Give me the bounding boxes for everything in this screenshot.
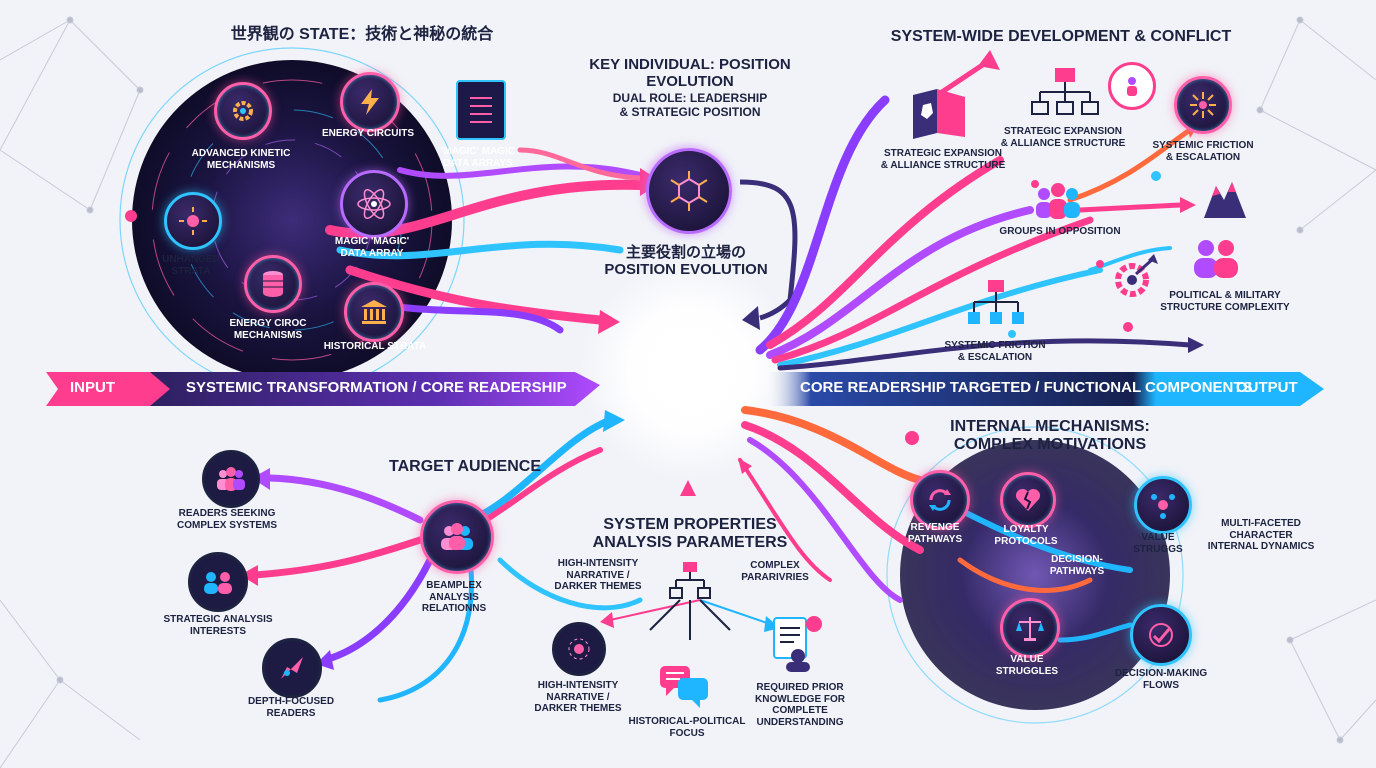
magic-data-array-label: MAGIC 'MAGIC' DATA ARRAY xyxy=(334,236,410,259)
decision-flows-node xyxy=(1130,604,1192,666)
output-label: OUTPUT xyxy=(1236,379,1298,396)
key-individual-subtitle: DUAL ROLE: LEADERSHIP & STRATEGIC POSITI… xyxy=(612,91,768,119)
strategic-expansion-2-label: STRATEGIC EXPANSION & ALLIANCE STRUCTURE xyxy=(1000,126,1126,149)
strata-node xyxy=(164,192,222,250)
key-individual-hub xyxy=(646,148,732,234)
bank-icon xyxy=(361,300,387,324)
unhanged-strata-label: UNHANGED STRATA xyxy=(162,254,220,277)
loyalty-label: LOYALTY PROTOCOLS xyxy=(994,524,1058,547)
energy-circuits-label: ENERGY CIRCUITS xyxy=(321,128,415,139)
historical-political-label: HISTORICAL-POLITICAL FOCUS xyxy=(628,716,746,739)
historical-strata-label: HISTORICAL STRATA xyxy=(323,341,427,352)
advanced-kinetic-label: ADVANCED KINETIC MECHANISMS xyxy=(191,148,291,171)
scales-icon xyxy=(1016,617,1044,641)
node-cluster-icon xyxy=(1151,494,1175,519)
high-intensity-2-label: HIGH-INTENSITY NARRATIVE / DARKER THEMES xyxy=(534,680,622,714)
readers-seeking-label: READERS SEEKING COMPLEX SYSTEMS xyxy=(176,508,277,531)
value-struggs-node xyxy=(1134,476,1192,534)
energy-ciroc-label: ENERGY CIROC MECHANISMS xyxy=(229,318,307,341)
intensity-node xyxy=(552,622,606,676)
hierarchy-icon xyxy=(966,278,1026,334)
left-flow-text: SYSTEMIC TRANSFORMATION / CORE READERSHI… xyxy=(186,379,567,396)
loyalty-node xyxy=(1000,472,1056,528)
beamplex-node xyxy=(420,500,494,574)
target-audience-title: TARGET AUDIENCE xyxy=(389,458,541,475)
friction-node xyxy=(1174,76,1232,134)
political-military-label: POLITICAL & MILITARY STRUCTURE COMPLEXIT… xyxy=(1160,290,1290,313)
historical-node xyxy=(344,282,404,342)
group-icon xyxy=(217,467,245,491)
atom-icon xyxy=(357,189,391,219)
direction-arrow-icon xyxy=(281,657,303,679)
worldview-title: 世界観の STATE：技術と神秘の統合 xyxy=(230,26,494,43)
figure-node xyxy=(1108,62,1156,110)
value-struggs-label: VALUE STRUGGS xyxy=(1133,532,1183,555)
gear-arrow-icon xyxy=(1110,252,1160,302)
atom-node xyxy=(340,170,408,238)
decision-pathways-label: DECISION- PATHWAYS xyxy=(1049,554,1105,577)
revenge-label: REVENGE PATHWAYS xyxy=(907,522,963,545)
required-prior-label: REQUIRED PRIOR KNOWLEDGE FOR COMPLETE UN… xyxy=(755,682,845,728)
network-hub-icon xyxy=(670,171,708,211)
lightning-icon xyxy=(361,89,379,115)
chat-bubbles-icon xyxy=(656,662,712,710)
org-tree-icon xyxy=(668,560,712,604)
person-icon xyxy=(1127,77,1137,96)
gear-node xyxy=(214,82,272,140)
position-evolution-label: 主要役割の立場の POSITION EVOLUTION xyxy=(604,244,768,279)
key-individual-title: KEY INDIVIDUAL: POSITION EVOLUTION xyxy=(589,56,791,91)
multi-faceted-label: MULTI-FACETED CHARACTER INTERNAL DYNAMIC… xyxy=(1207,518,1315,552)
decision-flows-label: DECISION-MAKING FLOWS xyxy=(1114,668,1208,691)
group-icon xyxy=(441,523,473,550)
value-struggles-label: VALUE STRUGGLES xyxy=(995,654,1059,677)
revenge-node xyxy=(910,470,970,530)
system-properties-title: SYSTEM PROPERTIES ANALYSIS PARAMETERS xyxy=(592,516,788,552)
group-icon xyxy=(204,572,232,594)
cycle-arrows-icon xyxy=(929,489,951,511)
systemic-friction-2-label: SYSTEMIC FRICTION & ESCALATION xyxy=(944,340,1046,363)
beamplex-label: BEAMPLEX ANALYSIS RELATIONNS xyxy=(421,580,487,614)
strategic-expansion-1-label: STRATEGIC EXPANSION & ALLIANCE STRUCTURE xyxy=(880,148,1006,171)
map-flag-icon xyxy=(908,84,970,142)
right-flow-text: CORE READERSHIP TARGETED / FUNCTIONAL CO… xyxy=(800,379,1253,396)
gear-icon xyxy=(233,101,253,121)
systemic-friction-1-label: SYSTEMIC FRICTION & ESCALATION xyxy=(1152,140,1254,163)
value-struggles-node xyxy=(1000,598,1060,658)
broken-heart-icon xyxy=(1015,488,1041,511)
compass-icon xyxy=(179,207,207,235)
strategic-analysis-label: STRATEGIC ANALYSIS INTERESTS xyxy=(163,614,273,637)
magic-data-arrays-label: 'MAGIC' MAGIC DATA ARRAYS xyxy=(440,146,516,169)
check-arrow-icon xyxy=(1149,623,1173,647)
depth-focused-node xyxy=(262,638,322,698)
groups-opposition-label: GROUPS IN OPPOSITION xyxy=(999,226,1121,237)
high-intensity-1-label: HIGH-INTENSITY NARRATIVE / DARKER THEMES xyxy=(554,558,642,592)
radial-burst-icon xyxy=(1190,92,1216,118)
input-label: INPUT xyxy=(70,379,115,396)
people-pair-icon xyxy=(1186,234,1246,280)
database-node xyxy=(244,255,302,313)
energy-node xyxy=(340,72,400,132)
complex-paravrivies-label: COMPLEX PARARIVRIES xyxy=(741,560,809,583)
strategic-analysis-node xyxy=(188,552,248,612)
readers-seeking-node xyxy=(202,450,260,508)
network-icon xyxy=(568,638,590,660)
mountain-icon xyxy=(1200,176,1248,220)
document-person-icon xyxy=(770,614,826,674)
data-array-icon xyxy=(456,80,506,140)
system-wide-title: SYSTEM-WIDE DEVELOPMENT & CONFLICT xyxy=(890,28,1232,45)
org-chart-icon xyxy=(1030,66,1100,122)
internal-mechanisms-title: INTERNAL MECHANISMS: COMPLEX MOTIVATIONS xyxy=(950,418,1150,454)
group-icon xyxy=(1030,178,1086,222)
database-icon xyxy=(263,271,283,297)
depth-focused-label: DEPTH-FOCUSED READERS xyxy=(247,696,335,719)
